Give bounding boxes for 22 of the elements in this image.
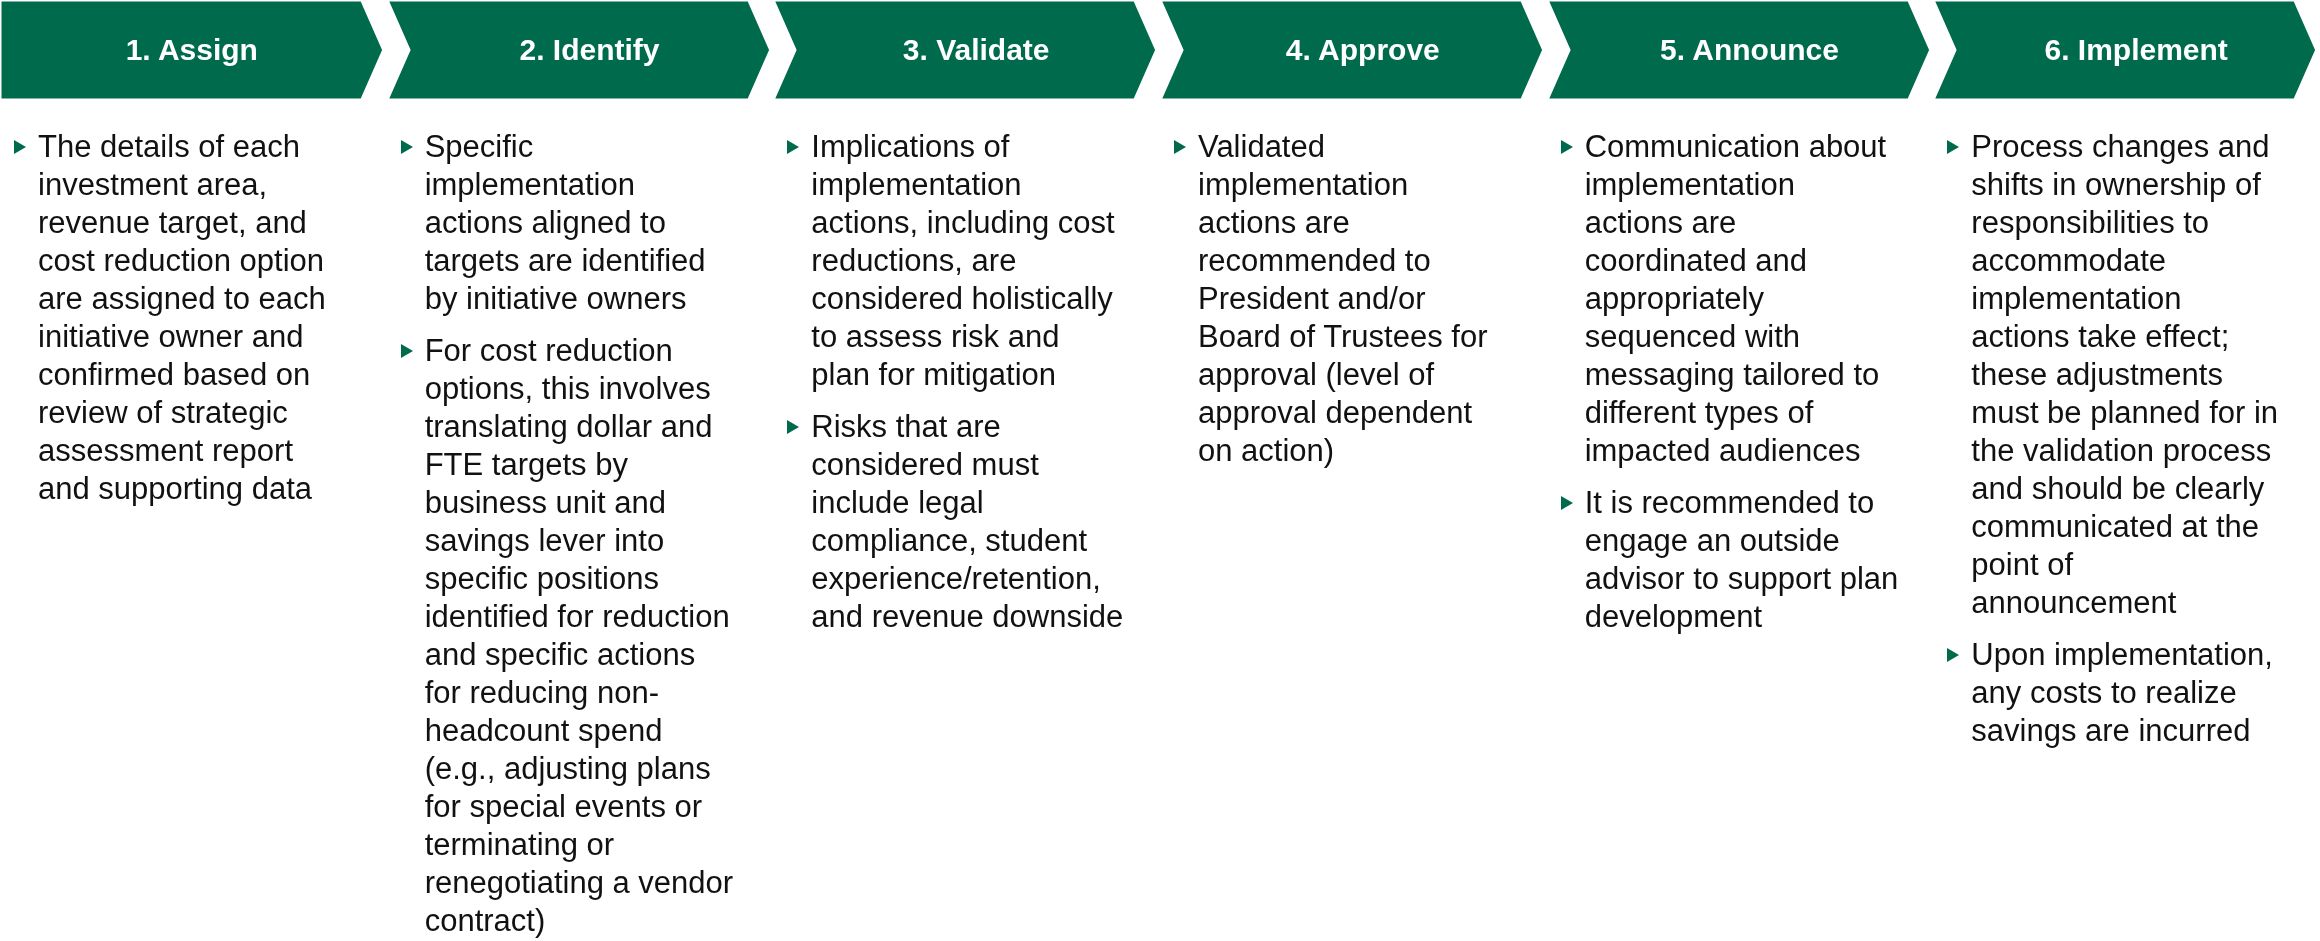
bullet-text: Upon implementation, any costs to realize savings are incurred	[1971, 637, 2273, 748]
step-title: 3. Validate	[902, 33, 1050, 67]
bullet-text: Communication about implementation actions are coordinated and appropriately sequenced with messaging tailored to different types of impacted audiences	[1584, 129, 1887, 468]
step-title: 6. Implement	[2044, 33, 2228, 67]
step-title: 4. Approve	[1285, 33, 1440, 67]
step-title: 2. Identify	[519, 33, 660, 67]
chevron-step	[1546, 0, 1931, 100]
bullet-text: Validated implementation actions are recommended to President and/or Board of Trustees for approval (level of approval dependent on action)	[1198, 129, 1488, 468]
chevron-step	[1933, 0, 2317, 100]
bullet-text: Risks that are considered must include legal compliance, student experience/retention, and revenue downside	[811, 409, 1124, 634]
bullet-text: Implications of implementation actions, including cost reductions, are considered holistically to assess risk and plan for mitigation	[811, 129, 1115, 392]
bullet-text: Process changes and shifts in ownership of responsibilities to accommodate implementation actions take effect; these adjustments must be planned for in the validation process and should be clearly communicated at the point of announcement	[1971, 129, 2279, 620]
chevron-step	[1160, 0, 1544, 100]
bullet-text: For cost reduction options, this involves translating dollar and FTE targets by business unit and savings lever into specific positions identified for reduction and specific actions for reducing non-headcount spend (e.g., adjusting plans for special events or terminating or renegotiating a vendor contract)	[424, 333, 734, 938]
chevron-step	[0, 0, 384, 100]
bullet-text: It is recommended to engage an outside advisor to support plan development	[1584, 485, 1899, 634]
chevron-step	[386, 0, 771, 100]
bullet-text: The details of each investment area, revenue target, and cost reduction option are assigned to each initiative owner and confirmed based on review of strategic assessment report and supporting data	[38, 129, 326, 506]
step-title: 1. Assign	[125, 33, 258, 67]
bullet-text: Specific implementation actions aligned to targets are identified by initiative owners	[424, 129, 706, 316]
step-title: 5. Announce	[1660, 33, 1839, 67]
chevron-step	[773, 0, 1157, 100]
